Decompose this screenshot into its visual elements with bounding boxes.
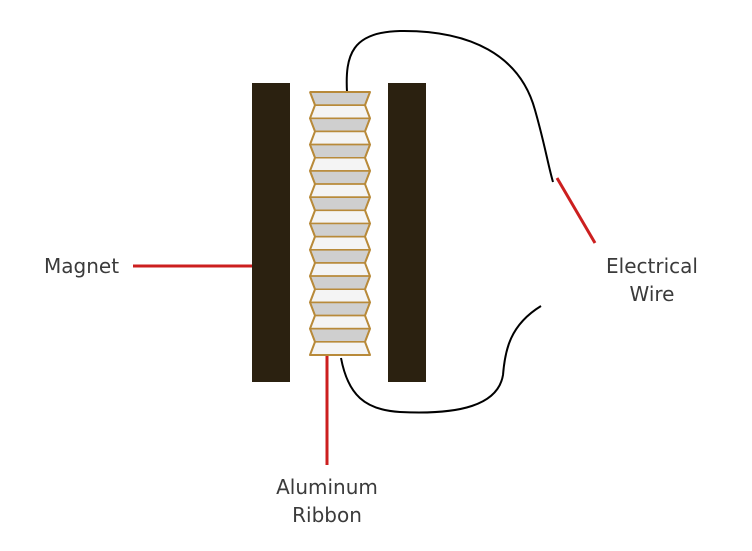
ribbon-fold [309,275,371,291]
ribbon-fold [309,262,371,277]
electrical-wire-label-line2: Wire [630,282,675,306]
electrical-wire-upper [345,29,554,183]
ribbon-fold [309,170,371,185]
electrical-wire-label-line1: Electrical [606,254,698,278]
left-magnet [252,83,290,382]
magnet-label: Magnet [44,254,119,278]
ribbon-fold [309,314,371,330]
ribbon-fold [309,249,371,264]
ribbon-fold [309,327,371,343]
ribbon-fold [309,130,371,146]
ribbon-outline [309,91,371,356]
ribbon-fold [309,341,371,356]
ribbon-fold [309,288,371,304]
ribbon-fold [309,91,371,106]
ribbon-fold [309,196,371,212]
electrical-wire-lower [340,305,542,414]
ribbon-fold [309,143,371,159]
ribbon-fold [309,235,371,251]
aluminum-ribbon-label-line2: Ribbon [292,503,362,527]
ribbon-fold [309,222,371,238]
electrical-wire-leader-line [555,177,597,244]
ribbon-fold [309,104,371,120]
aluminum-ribbon-label-line1: Aluminum [276,475,378,499]
ribbon-fold [309,301,371,317]
right-magnet [388,83,426,382]
ribbon-fold [309,209,371,225]
ribbon-fold [309,156,371,172]
ribbon-fold [309,117,371,133]
aluminum-ribbon [309,91,371,356]
ribbon-fold [309,183,371,198]
